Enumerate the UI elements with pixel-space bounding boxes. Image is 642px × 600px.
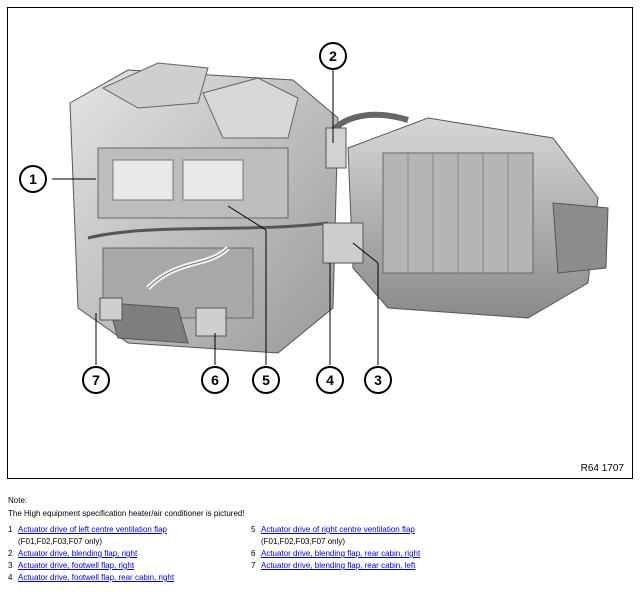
callout-leaders xyxy=(52,69,379,365)
callout-4: 4 xyxy=(316,366,344,394)
callout-3: 3 xyxy=(364,366,392,394)
legend-item-1-note: (F01,F02,F03,F07 only) xyxy=(18,537,103,546)
legend-item-5: 5 Actuator drive of right centre ventilat… xyxy=(251,524,420,536)
legend-number: 2 xyxy=(8,549,13,558)
legend-link-6[interactable]: Actuator drive, blending flap, rear cabi… xyxy=(261,549,421,558)
figure-reference: R64 1707 xyxy=(580,463,624,474)
svg-text:2: 2 xyxy=(329,48,337,64)
legend-number: 6 xyxy=(251,549,256,558)
svg-text:1: 1 xyxy=(29,171,37,187)
note-label: Note: xyxy=(8,496,28,505)
legend-link-4[interactable]: Actuator drive, footwell flap, rear cabi… xyxy=(18,573,175,582)
svg-text:3: 3 xyxy=(374,372,382,388)
legend-number: 3 xyxy=(8,561,13,570)
legend-link-2[interactable]: Actuator drive, blending flap, right xyxy=(18,549,138,558)
callout-7: 7 xyxy=(82,366,110,394)
note-text: The High equipment specification heater/… xyxy=(8,509,245,518)
legend-number: 1 xyxy=(8,525,13,534)
figure-frame: 1 2 3 4 5 6 7 R64 1707 xyxy=(7,7,633,479)
callout-5: 5 xyxy=(252,366,280,394)
svg-text:5: 5 xyxy=(262,372,270,388)
svg-text:6: 6 xyxy=(211,372,219,388)
legend-link-5[interactable]: Actuator drive of right centre ventilati… xyxy=(261,525,415,534)
heater-housing xyxy=(69,62,339,354)
legend-link-1[interactable]: Actuator drive of left centre ventilatio… xyxy=(18,525,167,534)
legend-link-3[interactable]: Actuator drive, footwell flap, right xyxy=(18,561,135,570)
legend-item-1: 1 Actuator drive of left centre ventilati… xyxy=(8,524,174,536)
legend-item-4: 4 Actuator drive, footwell flap, rear cab… xyxy=(8,572,174,584)
legend-number: 7 xyxy=(251,561,256,570)
callout-2: 2 xyxy=(319,42,347,70)
evaporator-housing xyxy=(322,111,609,319)
legend-number: 4 xyxy=(8,573,13,582)
legend-item-2: 2 Actuator drive, blending flap, right xyxy=(8,548,174,560)
svg-text:7: 7 xyxy=(92,372,100,388)
legend-item-3: 3 Actuator drive, footwell flap, right xyxy=(8,560,174,572)
legend-item-5-note: (F01,F02,F03,F07 only) xyxy=(261,537,346,546)
svg-text:4: 4 xyxy=(326,372,334,388)
callout-6: 6 xyxy=(201,366,229,394)
legend-number: 5 xyxy=(251,525,256,534)
legend-item-7: 7 Actuator drive, blending flap, rear cab… xyxy=(251,560,420,572)
legend-right-column: 5 Actuator drive of right centre ventilat… xyxy=(251,524,420,572)
heater-unit-illustration: 1 2 3 4 5 6 7 xyxy=(19,42,609,394)
legend-link-7[interactable]: Actuator drive, blending flap, rear cabi… xyxy=(261,561,416,570)
legend-left-column: 1 Actuator drive of left centre ventilati… xyxy=(8,524,174,584)
legend-item-6: 6 Actuator drive, blending flap, rear cab… xyxy=(251,548,420,560)
callout-1: 1 xyxy=(19,165,47,193)
